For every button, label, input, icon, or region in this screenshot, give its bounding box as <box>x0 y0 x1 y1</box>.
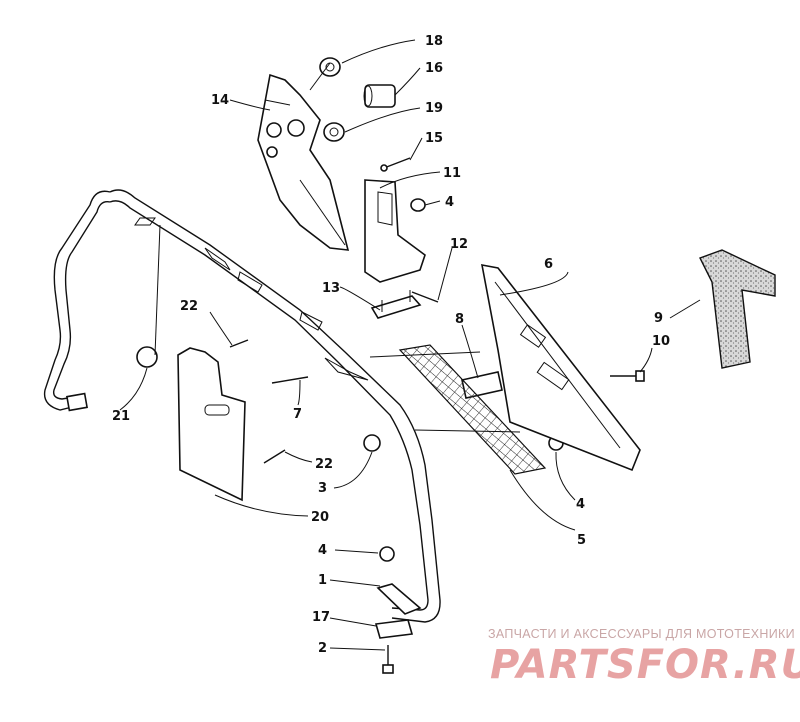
part-9-pad <box>699 249 776 369</box>
callout-10: 10 <box>652 334 670 349</box>
part-22-pin-lower <box>263 449 286 464</box>
callout-21: 21 <box>112 409 130 424</box>
part-19-grommet <box>323 122 345 142</box>
watermark-brand: PARTSFOR.RU <box>490 642 800 688</box>
callout-4-right: 4 <box>576 497 585 512</box>
bar-tube <box>43 189 441 623</box>
callout-18: 18 <box>425 34 443 49</box>
callout-6: 6 <box>544 257 553 272</box>
part-15-pin <box>380 157 411 172</box>
part-16-bushing <box>363 84 396 108</box>
part-20-lower-plate <box>177 347 246 502</box>
part-4-nut-upper <box>410 198 426 212</box>
callout-5: 5 <box>577 533 586 548</box>
callout-4-lower: 4 <box>318 543 327 558</box>
part-17-plate <box>374 619 414 639</box>
callout-17: 17 <box>312 610 330 625</box>
part-13-mounting-plate <box>370 290 422 319</box>
part-7-pin <box>271 376 309 384</box>
callout-8: 8 <box>455 312 464 327</box>
part-5-mesh-screen <box>398 344 547 475</box>
part-18-grommet <box>319 57 341 77</box>
callout-11: 11 <box>443 166 461 181</box>
callout-19: 19 <box>425 101 443 116</box>
watermark-tagline: ЗАПЧАСТИ И АКСЕССУАРЫ ДЛЯ МОТОТЕХНИКИ <box>488 627 795 641</box>
part-11-bracket <box>364 179 426 283</box>
callout-1: 1 <box>318 573 327 588</box>
callout-7: 7 <box>293 407 302 422</box>
part-3-nut <box>363 434 381 452</box>
callout-4-upper: 4 <box>445 195 454 210</box>
callout-9: 9 <box>654 311 663 326</box>
callout-22-lower: 22 <box>315 457 333 472</box>
callout-16: 16 <box>425 61 443 76</box>
callout-22-upper: 22 <box>180 299 198 314</box>
part-1-foot-bracket <box>376 583 422 615</box>
part-6-side-panel <box>480 263 641 472</box>
callout-15: 15 <box>425 131 443 146</box>
part-12-pin <box>411 291 439 303</box>
part-2-bolt <box>382 645 394 674</box>
callout-14: 14 <box>211 93 229 108</box>
callout-20: 20 <box>311 510 329 525</box>
part-22-pin-upper <box>229 339 249 348</box>
part-21-grommet <box>136 346 158 368</box>
part-14-bracket-plate <box>257 73 350 251</box>
leader-lines <box>119 39 701 651</box>
part-4-nut-lower <box>379 546 395 562</box>
callout-3: 3 <box>318 481 327 496</box>
part-10-screw <box>610 370 645 382</box>
callout-12: 12 <box>450 237 468 252</box>
callout-2: 2 <box>318 641 327 656</box>
callout-13: 13 <box>322 281 340 296</box>
